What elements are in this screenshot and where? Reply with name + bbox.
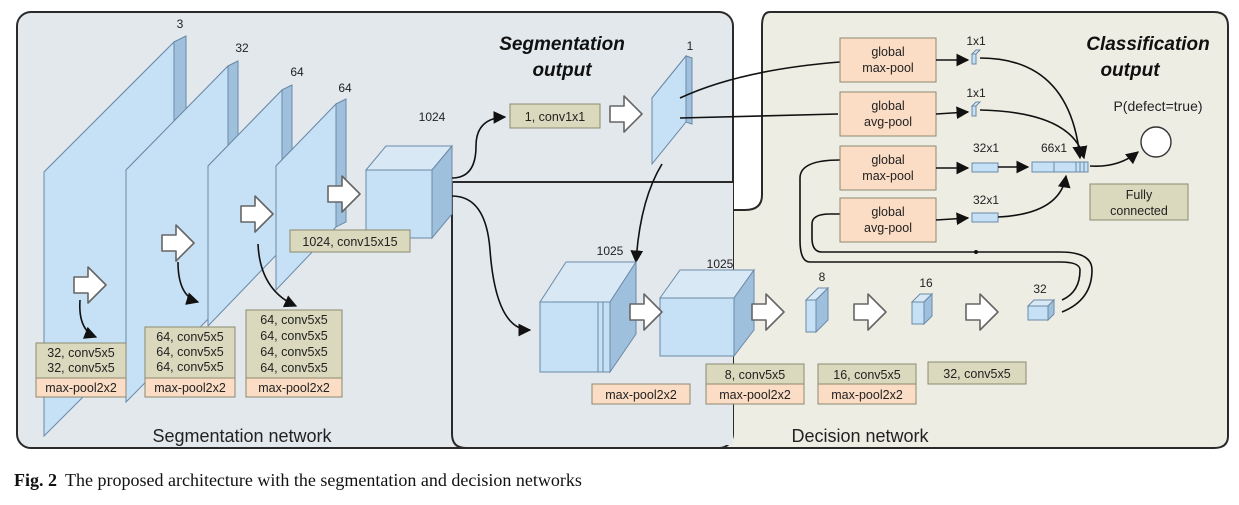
svg-text:max-pool2x2: max-pool2x2 [605,388,677,402]
cls-output-title-2: output [1100,60,1160,81]
svg-text:64, conv5x5: 64, conv5x5 [156,360,223,374]
svg-text:connected: connected [1110,204,1168,218]
output-label: P(defect=true) [1113,98,1202,114]
architecture-diagram: 3 32 64 64 1024 1 32, conv5x5 32, conv5x… [16,11,1229,449]
seg-box-4: 1024, conv15x15 [289,229,411,253]
seg-dim-1: 1 [687,39,694,53]
figure-caption: Fig. 2 The proposed architecture with the… [14,470,582,491]
seg-dim-32: 32 [235,41,249,55]
seg-output-title-1: Segmentation [499,34,625,55]
svg-text:global: global [871,153,904,167]
dec-dim-1025a: 1025 [597,244,624,258]
svg-text:1024, conv15x15: 1024, conv15x15 [302,235,397,249]
svg-text:64, conv5x5: 64, conv5x5 [156,330,223,344]
seg-box-1: 32, conv5x5 32, conv5x5 max-pool2x2 [35,342,127,398]
caption-label: Fig. 2 [14,470,57,490]
global-pool-3: global max-pool [839,145,937,191]
dec-dim-1025b: 1025 [707,257,734,271]
caption-text: The proposed architecture with the segme… [65,470,582,490]
seg-output-title-2: output [532,60,592,81]
seg-dim-1024: 1024 [419,110,446,124]
global-pool-4: global avg-pool [839,197,937,243]
svg-text:max-pool: max-pool [862,61,913,75]
dec-box-8: 8, conv5x5 max-pool2x2 [705,363,805,405]
svg-text:Fully: Fully [1126,188,1153,202]
dec-dim-32: 32 [1033,282,1047,296]
svg-text:64, conv5x5: 64, conv5x5 [260,345,327,359]
seg-box-2: 64, conv5x5 64, conv5x5 64, conv5x5 max-… [144,326,236,398]
dec-block-16 [910,292,934,326]
svg-text:32, conv5x5: 32, conv5x5 [943,367,1010,381]
cls-output-title-1: Classification [1086,34,1210,55]
seg-box-5: 1, conv1x1 [509,103,601,129]
svg-text:max-pool2x2: max-pool2x2 [831,388,903,402]
dec-network-title: Decision network [791,426,929,446]
svg-text:avg-pool: avg-pool [864,221,912,235]
seg-output-map [651,54,693,166]
vector-32x1-a [971,162,999,173]
dec-box-32: 32, conv5x5 [927,361,1027,385]
svg-text:max-pool: max-pool [862,169,913,183]
seg-dim-3: 3 [177,17,184,31]
seg-pool-3: max-pool2x2 [258,381,330,395]
svg-text:64, conv5x5: 64, conv5x5 [156,345,223,359]
dec-block-32 [1026,298,1056,322]
vector-66x1 [1031,161,1089,173]
vec-dim-1x1-a: 1x1 [966,34,986,48]
dec-block-8 [804,286,830,334]
output-node [1140,126,1172,158]
dec-pool-1: max-pool2x2 [591,383,691,405]
svg-text:64, conv5x5: 64, conv5x5 [260,361,327,375]
global-pool-1: global max-pool [839,37,937,83]
seg-dim-64b: 64 [338,81,352,95]
svg-text:global: global [871,205,904,219]
seg-box-3: 64, conv5x5 64, conv5x5 64, conv5x5 64, … [245,309,343,398]
svg-text:16, conv5x5: 16, conv5x5 [833,368,900,382]
seg-network-title: Segmentation network [152,426,332,446]
dec-dim-8: 8 [819,270,826,284]
dec-block-1025b [659,268,755,358]
svg-text:32, conv5x5: 32, conv5x5 [47,361,114,375]
vector-32x1-b [971,212,999,223]
vec-dim-66x1: 66x1 [1041,141,1067,155]
seg-dim-64a: 64 [290,65,304,79]
vec-dim-32x1-b: 32x1 [973,193,999,207]
seg-pool-2: max-pool2x2 [154,381,226,395]
svg-text:1, conv1x1: 1, conv1x1 [525,110,586,124]
seg-pool-1: max-pool2x2 [45,381,117,395]
svg-text:64, conv5x5: 64, conv5x5 [260,313,327,327]
fc-box: Fully connected [1089,183,1189,221]
global-pool-2: global avg-pool [839,91,937,137]
vec-dim-32x1-a: 32x1 [973,141,999,155]
svg-text:max-pool2x2: max-pool2x2 [719,388,791,402]
seg-block-1024 [364,144,454,240]
vec-dim-1x1-b: 1x1 [966,86,986,100]
svg-text:global: global [871,45,904,59]
svg-text:avg-pool: avg-pool [864,115,912,129]
svg-text:64, conv5x5: 64, conv5x5 [260,329,327,343]
dec-dim-16: 16 [919,276,933,290]
dec-block-1025a [539,260,637,374]
vector-1x1-b [970,101,982,117]
vector-1x1-a [970,49,982,65]
dec-box-16: 16, conv5x5 max-pool2x2 [817,363,917,405]
svg-text:global: global [871,99,904,113]
svg-text:32, conv5x5: 32, conv5x5 [47,346,114,360]
svg-text:8, conv5x5: 8, conv5x5 [725,368,786,382]
